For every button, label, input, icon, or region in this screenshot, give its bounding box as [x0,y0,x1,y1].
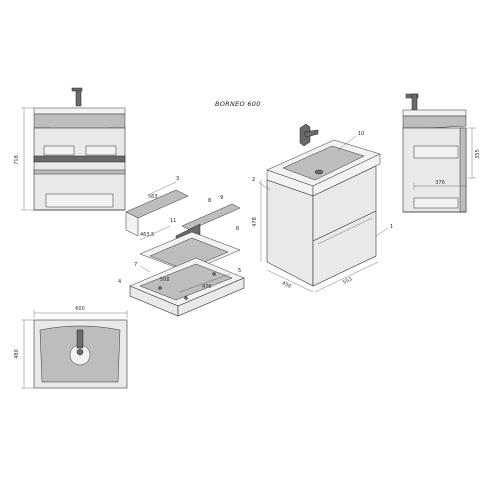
side-drawer-lower [413,197,459,209]
exploded-view: 563 3 8 9 11 463,5 6 7 4 5 508 476 [118,176,245,317]
iso-view: 478 450 553 10 2 1 [252,123,393,293]
basin-rim [33,107,126,115]
top-width-dimension: 600 [75,306,85,312]
side-view: 355 376 [402,93,481,213]
front-view: 718 [14,87,126,211]
side-basin-bowl [402,115,467,129]
side-drawer-upper [413,145,459,159]
side-depth-dimension: 376 [435,180,445,186]
side-faucet-body [411,93,418,111]
iso-callout-1: 1 [390,224,393,230]
dim-563: 563 [148,194,158,200]
part-rail [181,203,241,231]
side-basin-rim [402,109,467,117]
iso-drain [314,169,324,175]
callout-11: 11 [170,218,176,224]
side-back-panel [459,127,467,213]
iso-cabinet-side [266,179,314,287]
inner-shelf-right [85,145,117,156]
front-height-dimension: 718 [14,155,20,165]
callout-6: 6 [236,226,239,232]
iso-depth-dimension: 450 [281,280,292,289]
callout-4: 4 [118,279,121,285]
iso-basin-bowl [282,145,365,181]
callout-9: 9 [220,195,223,201]
callout-8: 8 [208,198,211,204]
callout-7: 7 [134,262,137,268]
dim-508: 508 [160,277,170,283]
dim-463-5: 463,5 [140,232,154,238]
callout-3: 3 [176,176,179,182]
iso-drawer-split [312,210,377,242]
top-faucet-shape [76,329,84,349]
top-view: 600 480 [14,306,128,389]
iso-width-dimension: 553 [342,276,353,285]
iso-callout-10: 10 [358,131,364,137]
drawer-rail [33,169,126,175]
faucet-spout [71,87,83,92]
iso-faucet-spout [303,129,319,138]
iso-height-dimension: 478 [252,217,258,227]
inner-shelf-left [43,145,75,156]
faucet-shape [75,89,82,107]
iso-callout-2: 2 [252,177,255,183]
drawer-band [33,155,126,163]
drain-hole [76,348,84,356]
lower-drawer-box [45,193,114,208]
drawing-title: BORNEO 600 [215,100,261,108]
top-depth-dimension: 480 [14,349,20,359]
side-height-dimension: 355 [475,149,481,159]
callout-5: 5 [238,268,241,274]
dim-476: 476 [202,284,212,290]
